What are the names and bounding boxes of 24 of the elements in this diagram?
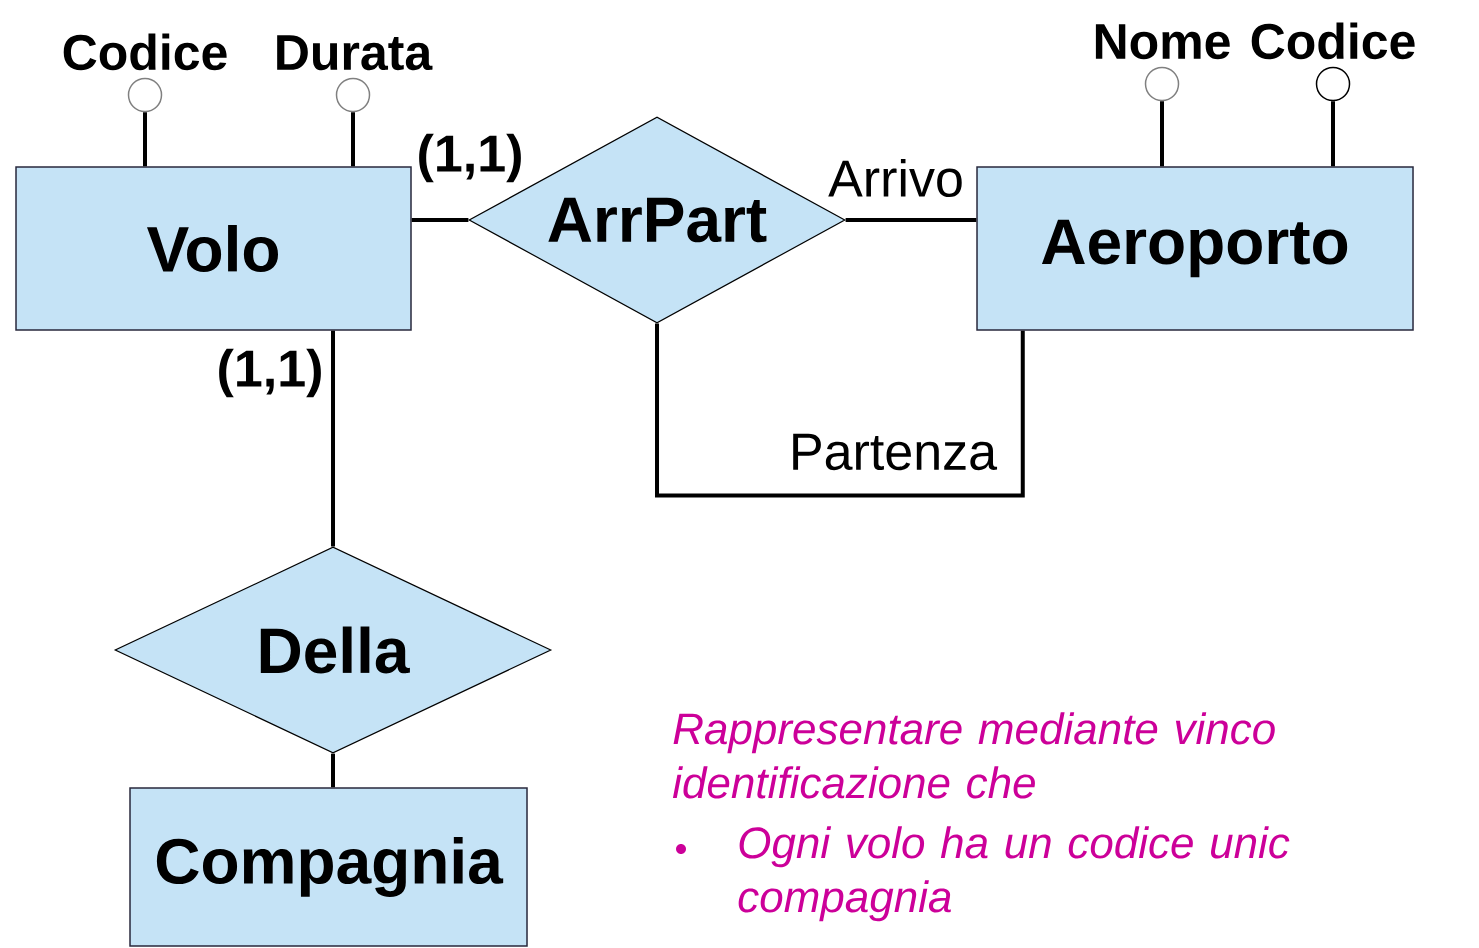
entity-box: Compagnia [129,787,528,947]
connector-line [655,323,1025,498]
entity-box: Volo [15,166,412,331]
connector-line [1331,101,1335,167]
note-text: Ogni volo ha un codice unic compagnia [738,826,1290,922]
attribute: Codice [63,33,227,113]
connector-line [845,218,977,222]
entity-box: Aeroporto [976,166,1414,331]
connector-line [1160,101,1164,167]
node-label: Nome [1095,24,1230,60]
node-label: Durata [277,35,433,71]
connector-line [351,112,355,167]
connector-line [411,218,469,222]
attribute: Nome [1095,24,1230,102]
note-text: Rappresentare mediante vinco identificazione che [672,712,1275,799]
edge-label: (1,1) [219,348,321,398]
node-label: Codice [1251,22,1415,60]
connector-line [331,330,335,547]
identifier-attribute: Codice [1251,22,1415,102]
connector-line [331,753,335,788]
connector-line [143,112,147,167]
edge-label: Partenza [793,433,998,471]
attribute: Durata [277,35,433,113]
node-label: Codice [63,33,227,71]
